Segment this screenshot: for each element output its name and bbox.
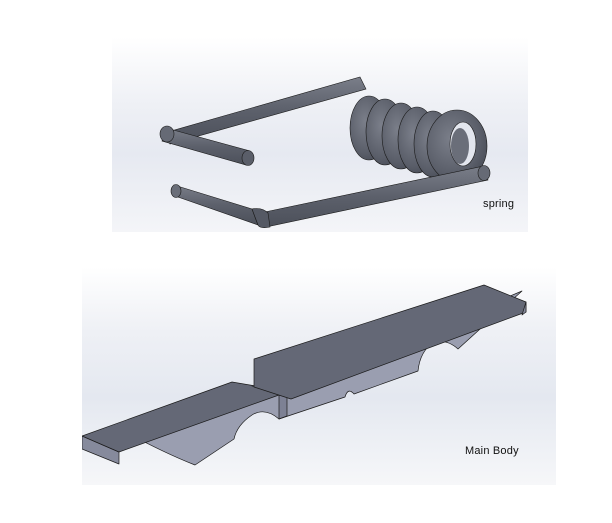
spring-label: spring — [483, 198, 515, 210]
spring-render-panel: spring — [112, 37, 528, 232]
spring-drawing — [159, 76, 491, 228]
main-body-render-panel: Main Body — [82, 267, 556, 485]
main-body-drawing — [82, 284, 527, 466]
main-body-label: Main Body — [465, 445, 519, 457]
